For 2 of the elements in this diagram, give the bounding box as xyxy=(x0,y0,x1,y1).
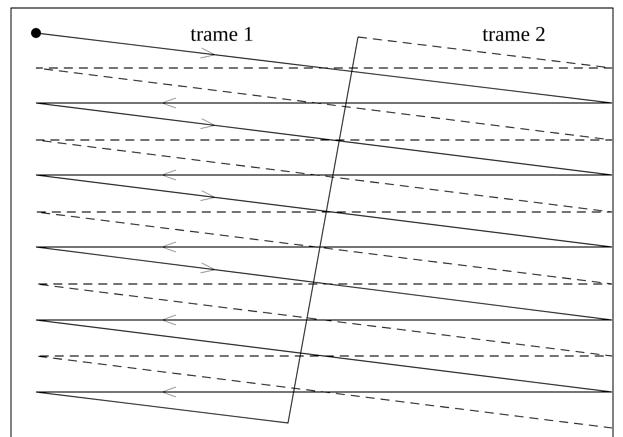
frame-label: trame 2 xyxy=(481,26,547,42)
frame-label: trame 1 xyxy=(189,26,255,42)
